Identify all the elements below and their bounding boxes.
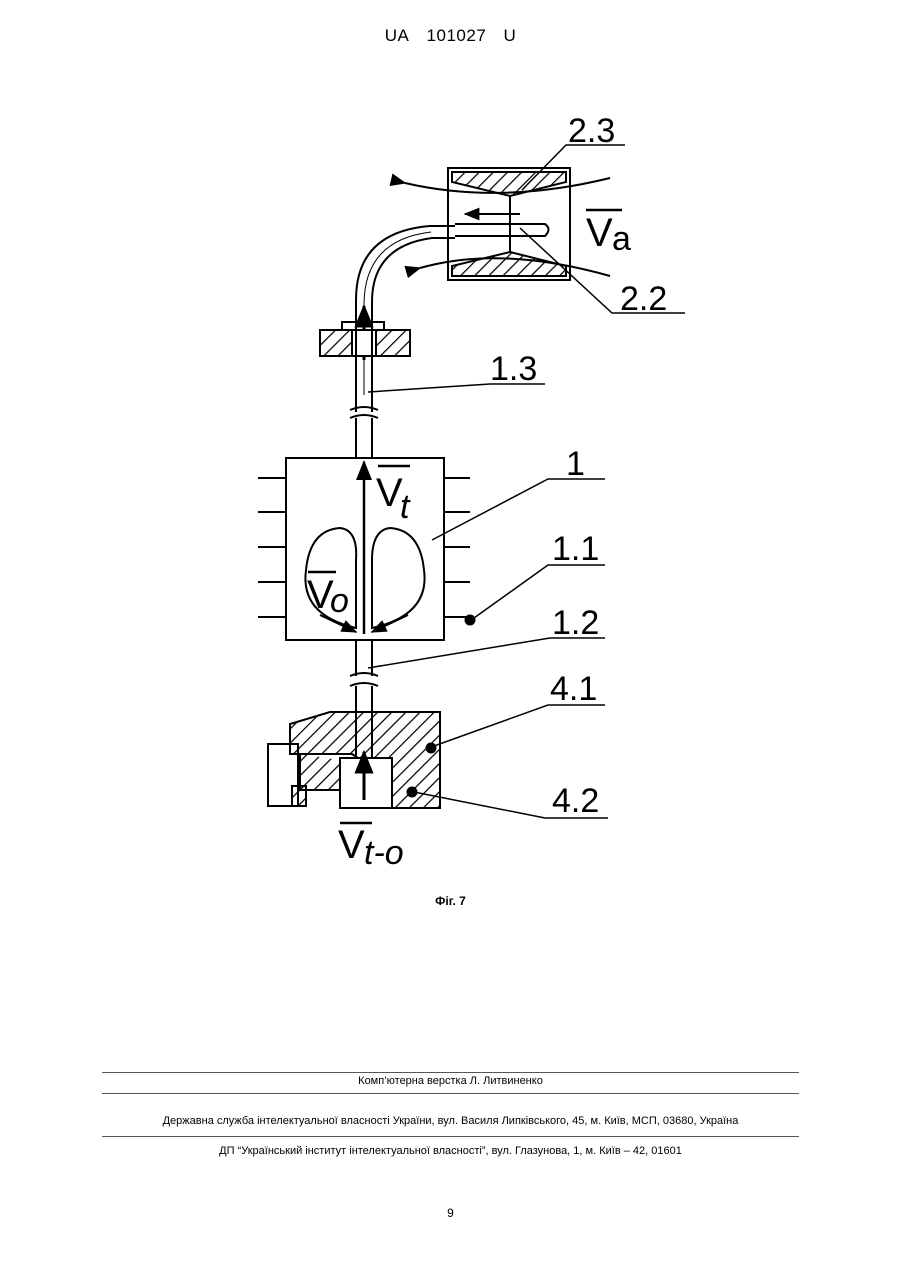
svg-text:t-o: t-o (364, 834, 404, 872)
label-2-2: 2.2 (620, 280, 667, 318)
svg-text:o: o (330, 582, 349, 620)
svg-text:V: V (338, 823, 365, 867)
svg-text:V: V (586, 211, 613, 255)
figure-caption: Фіг. 7 (0, 894, 901, 908)
vector-label-vo: V o (307, 572, 349, 620)
svg-text:V: V (376, 471, 403, 515)
label-1-1: 1.1 (552, 530, 599, 568)
svg-text:t: t (400, 488, 411, 526)
label-2-3: 2.3 (568, 112, 615, 150)
base-block-4 (268, 712, 440, 808)
label-1-2: 1.2 (552, 604, 599, 642)
supply-tube-1-3 (320, 226, 455, 458)
label-4-2: 4.2 (552, 782, 599, 820)
footer-rule-top (102, 1072, 799, 1073)
chamber-1 (258, 458, 475, 640)
footer-institute-address: ДП “Український інститут інтелектуальної… (0, 1145, 901, 1157)
label-1: 1 (566, 445, 585, 483)
svg-text:a: a (612, 220, 631, 258)
label-4-1: 4.1 (550, 670, 597, 708)
vector-label-va: V a (586, 210, 631, 258)
footer-rule-bottom (102, 1136, 799, 1137)
footer-rule-middle (102, 1093, 799, 1094)
vector-label-vto: V t-o (338, 823, 404, 872)
nozzle-assembly-2-3 (405, 168, 610, 280)
vector-label-vt: V t (376, 466, 411, 526)
inlet-tube-1-2 (350, 640, 378, 712)
page-number: 9 (0, 1206, 901, 1220)
footer-layout-credit: Комп’ютерна верстка Л. Литвиненко (0, 1075, 901, 1087)
label-1-3: 1.3 (490, 350, 537, 388)
footer-agency-address: Державна служба інтелектуальної власност… (0, 1115, 901, 1127)
